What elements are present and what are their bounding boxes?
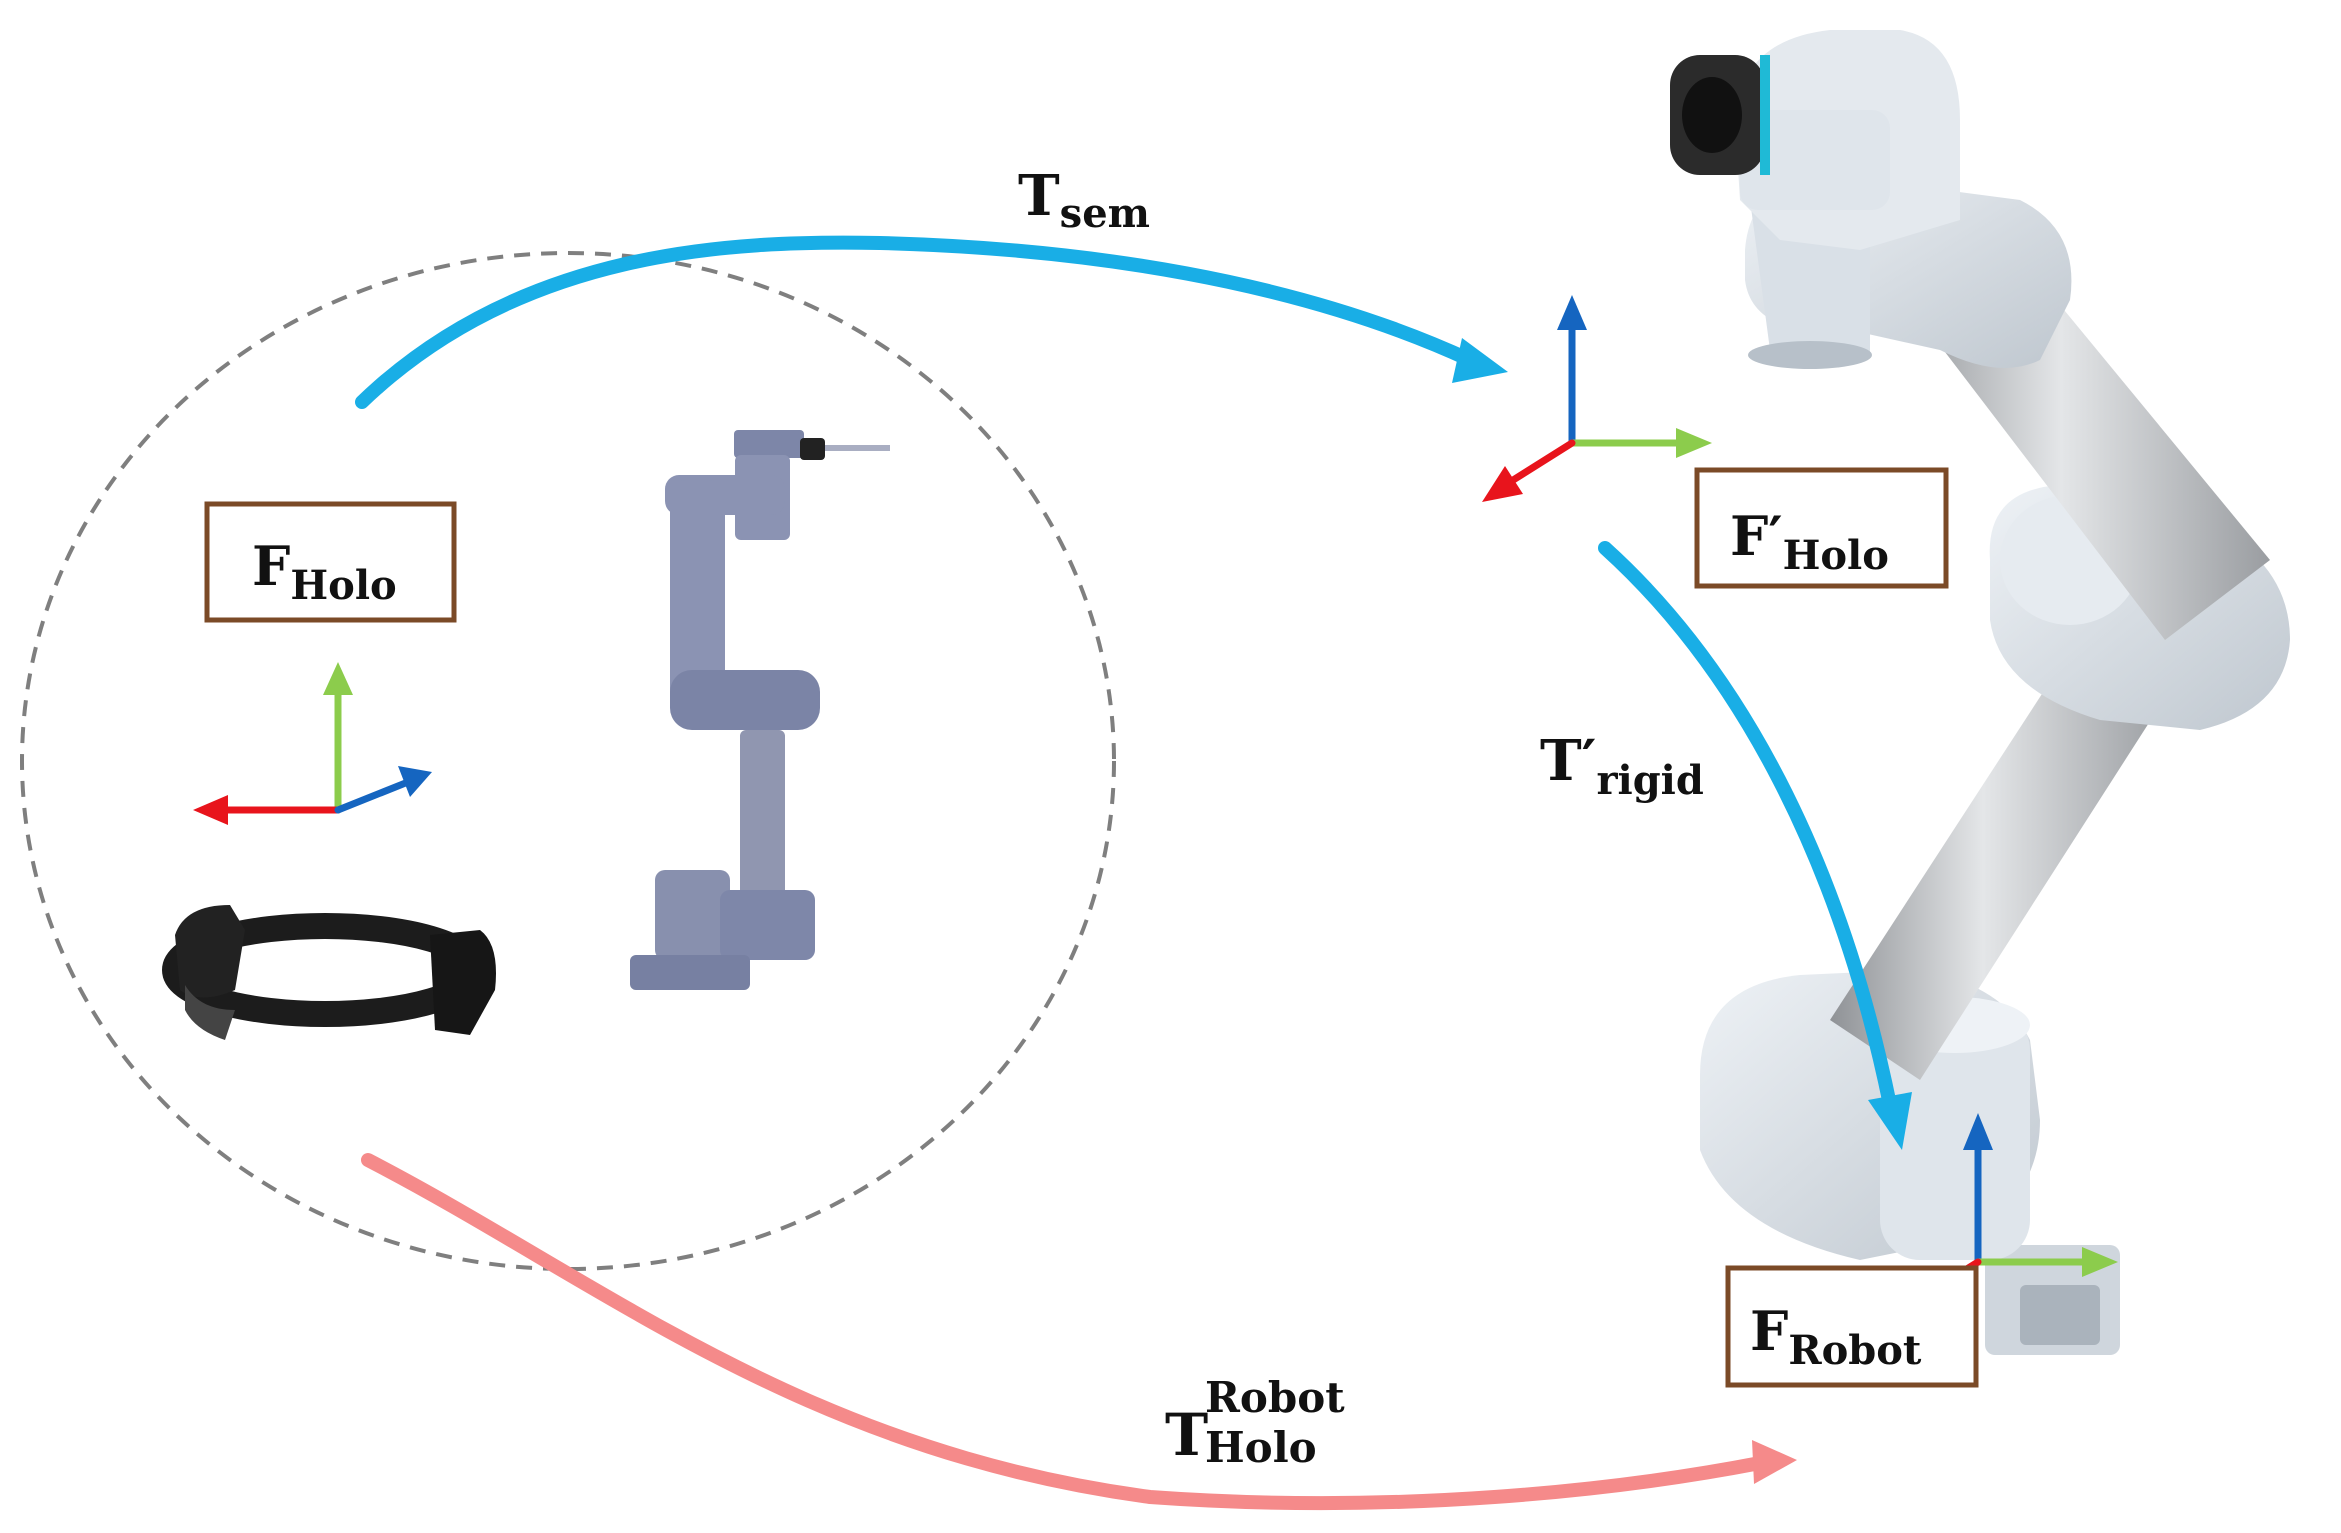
robot-arm-icon xyxy=(1670,30,2290,1355)
hologram-robot-arm-icon xyxy=(630,430,890,990)
f-holo-prime-label: F′Holo xyxy=(1730,504,1889,579)
f-robot-label: FRobot xyxy=(1750,1299,1922,1374)
f-holo-box xyxy=(204,501,457,623)
virtual-space-circle xyxy=(20,251,1116,1271)
t-sem-label: Tsem xyxy=(1018,163,1150,237)
t-holo-robot-sub: Holo xyxy=(1205,1423,1317,1472)
f-holo-prime-box xyxy=(1694,467,1949,589)
t-rigid-label: T′rigid xyxy=(1540,728,1704,804)
t-sem-arrow xyxy=(355,235,1477,409)
t-holo-robot-main: T xyxy=(1165,1401,1208,1469)
t-holo-robot-sup: Robot xyxy=(1205,1373,1345,1422)
f-holo-label: FHolo xyxy=(252,534,397,609)
holo-prime-frame-axes xyxy=(1482,295,1712,502)
t-rigid-arrow xyxy=(1598,541,1897,1112)
f-robot-box xyxy=(1725,1265,1979,1388)
t-holo-robot-arrow xyxy=(361,1153,1767,1511)
hololens-headset-icon xyxy=(162,905,496,1040)
holo-frame-axes xyxy=(193,662,432,825)
